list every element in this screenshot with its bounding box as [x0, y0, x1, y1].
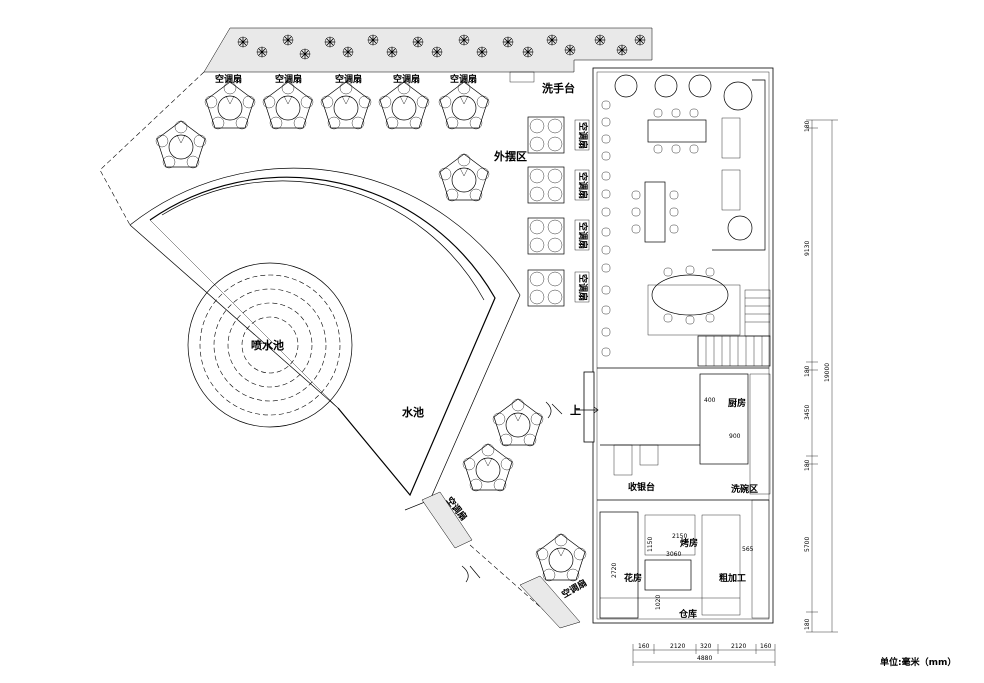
up-label: 上: [570, 403, 581, 417]
wash-basin-fixture: [509, 71, 535, 83]
inner-dim: 1020: [655, 595, 662, 610]
v-dim-total: 19000: [824, 363, 831, 382]
ac-fan-label: 空调扇: [450, 73, 477, 85]
h-dim-total: 4880: [697, 655, 712, 662]
ac-fan-label: 空调扇: [275, 73, 302, 85]
outdoor-area-label: 外摆区: [493, 149, 527, 163]
h-dim: 2120: [670, 643, 685, 650]
kitchen-label: 厨房: [728, 397, 746, 409]
inner-dim: 2720: [611, 563, 618, 578]
ac-fan-label: 空调扇: [577, 222, 589, 249]
inner-dim: 1150: [647, 537, 654, 552]
warehouse-label: 仓库: [678, 608, 697, 620]
cashier-label: 收银台: [628, 481, 655, 493]
tree-symbol: [545, 401, 563, 419]
fountain-rings: [187, 262, 353, 428]
ac-fan-column: 空调扇 空调扇 空调扇 空调扇: [574, 119, 590, 303]
kitchen-zone: 厨房 收银台 洗碗区: [597, 373, 771, 501]
horizontal-dimensions: 160 2120 320 2120 160 4880: [632, 643, 776, 666]
v-dim: 180: [804, 365, 811, 377]
entrance-door: [583, 371, 595, 443]
back-of-house: 烤房 花房 粗加工 仓库 2150 1150 2720 3060 1020 56…: [599, 397, 770, 620]
v-dim: 5700: [804, 537, 811, 552]
bbq-room-label: 烤房: [680, 537, 698, 549]
rough-processing-label: 粗加工: [719, 572, 746, 584]
ac-fan-label: 空调扇: [577, 274, 589, 301]
wash-basin-label: 洗手台: [542, 81, 575, 95]
ac-fan-label: 空调扇: [393, 73, 420, 85]
v-dim: 180: [804, 618, 811, 630]
h-dim: 160: [760, 643, 772, 650]
fountain-label: 喷水池: [251, 338, 284, 352]
v-dim: 9130: [804, 241, 811, 256]
site-boundary: [99, 71, 556, 621]
ac-fan-label: 空调扇: [215, 73, 242, 85]
inner-dim: 400: [704, 397, 716, 404]
flower-room-label: 花房: [624, 572, 642, 584]
tree-symbol: [461, 565, 481, 583]
staircase: [697, 289, 771, 367]
washing-area-label: 洗碗区: [731, 483, 758, 495]
pool-label: 水池: [402, 405, 424, 419]
v-dim: 180: [804, 459, 811, 471]
h-dim: 160: [638, 643, 650, 650]
v-dim: 3450: [804, 405, 811, 420]
ac-fan-label: 空调扇: [335, 73, 362, 85]
v-dim: 180: [804, 120, 811, 132]
inner-dim: 900: [729, 433, 741, 440]
vertical-dimensions: 180 9130 180 3450 180 5700 180 19000: [804, 119, 838, 633]
h-dim: 320: [700, 643, 712, 650]
building: 上 厨房 收银台 洗碗区 烤房 花房 粗加工 仓库 2150: [570, 67, 774, 624]
ac-fan-top-row: 空调扇 空调扇 空调扇 空调扇 空调扇: [215, 73, 477, 85]
inner-dim: 2150: [672, 533, 687, 540]
unit-note: 单位:毫米（mm）: [880, 656, 956, 668]
ac-fan-label: 空调扇: [577, 172, 589, 199]
inner-dim: 3060: [666, 551, 681, 558]
pool-area: 喷水池 水池: [129, 167, 521, 511]
diagonal-planters: 空调扇 空调扇: [421, 491, 589, 629]
inner-dim: 565: [742, 546, 754, 553]
top-planter: [203, 27, 653, 73]
ac-fan-label: 空调扇: [577, 122, 589, 149]
h-dim: 2120: [731, 643, 746, 650]
